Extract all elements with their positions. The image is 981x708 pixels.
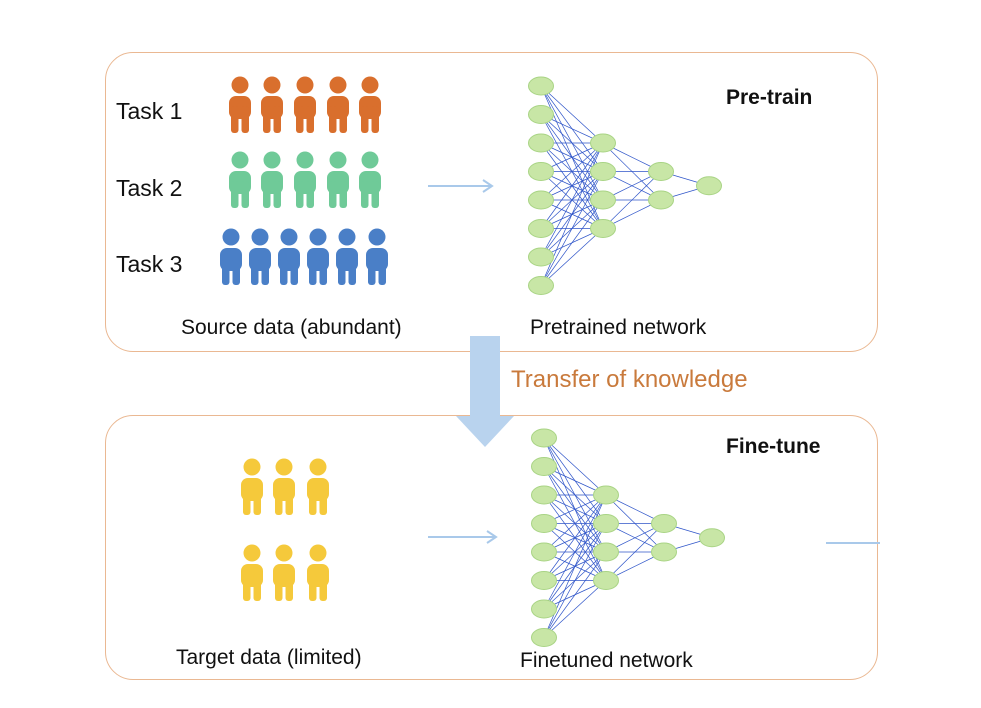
network-node xyxy=(651,514,677,533)
finetune-title: Fine-tune xyxy=(726,435,821,458)
transfer-label: Transfer of knowledge xyxy=(511,366,748,393)
network-node xyxy=(531,428,557,448)
network-node xyxy=(531,599,557,619)
network-node xyxy=(699,528,725,548)
person-icon xyxy=(261,76,283,133)
network-node xyxy=(593,514,619,533)
pretrain-title: Pre-train xyxy=(726,86,813,109)
source-data-label: Source data (abundant) xyxy=(181,316,402,339)
network-node xyxy=(528,219,554,238)
person-icon xyxy=(278,228,300,285)
person-icon xyxy=(294,151,316,208)
person-icon xyxy=(327,76,349,133)
arrow-icon xyxy=(428,530,498,544)
network-node xyxy=(593,485,619,505)
person-icon xyxy=(307,228,329,285)
network-node xyxy=(590,133,616,153)
person-icon xyxy=(359,76,381,133)
network-node xyxy=(531,457,557,476)
person-icon xyxy=(294,76,316,133)
person-icon xyxy=(273,544,295,601)
network-node xyxy=(696,176,722,196)
person-icon xyxy=(229,151,251,208)
network-edges xyxy=(543,437,713,638)
network-node xyxy=(531,485,557,505)
network-node xyxy=(648,190,674,210)
person-icon xyxy=(307,458,329,515)
person-icon xyxy=(359,151,381,208)
network-node xyxy=(648,162,674,181)
network-node xyxy=(531,542,557,562)
finetuned-network-label: Finetuned network xyxy=(520,649,693,672)
person-icon xyxy=(220,228,242,285)
person-icon xyxy=(229,76,251,133)
network-node xyxy=(531,571,557,590)
network-node xyxy=(590,219,616,238)
network-node xyxy=(528,190,554,210)
network-node xyxy=(531,514,557,533)
target-data-label: Target data (limited) xyxy=(176,646,362,669)
network-node xyxy=(593,542,619,562)
person-icon xyxy=(249,228,271,285)
network-node xyxy=(528,247,554,267)
person-icon xyxy=(327,151,349,208)
network-edges xyxy=(540,85,710,286)
network-node xyxy=(651,542,677,562)
pretrained-network-label: Pretrained network xyxy=(530,316,707,339)
network-node xyxy=(528,133,554,153)
pretrained-network-diagram xyxy=(528,76,722,295)
task-1-label: Task 1 xyxy=(116,98,183,124)
person-icon xyxy=(336,228,358,285)
network-node xyxy=(528,76,554,96)
network-node xyxy=(528,105,554,124)
network-node xyxy=(593,571,619,590)
task-3-label: Task 3 xyxy=(116,251,183,277)
person-icon xyxy=(241,458,263,515)
person-icon xyxy=(307,544,329,601)
person-icon xyxy=(261,151,283,208)
arrow-icon xyxy=(428,179,494,193)
person-icon xyxy=(273,458,295,515)
person-icon xyxy=(366,228,388,285)
task-2-label: Task 2 xyxy=(116,175,183,201)
person-icon xyxy=(241,544,263,601)
network-node xyxy=(590,190,616,210)
network-node xyxy=(528,276,554,295)
network-node xyxy=(531,628,557,647)
finetuned-network-diagram xyxy=(531,428,725,647)
network-node xyxy=(528,162,554,181)
network-node xyxy=(590,162,616,181)
transfer-arrow-icon xyxy=(456,336,514,447)
